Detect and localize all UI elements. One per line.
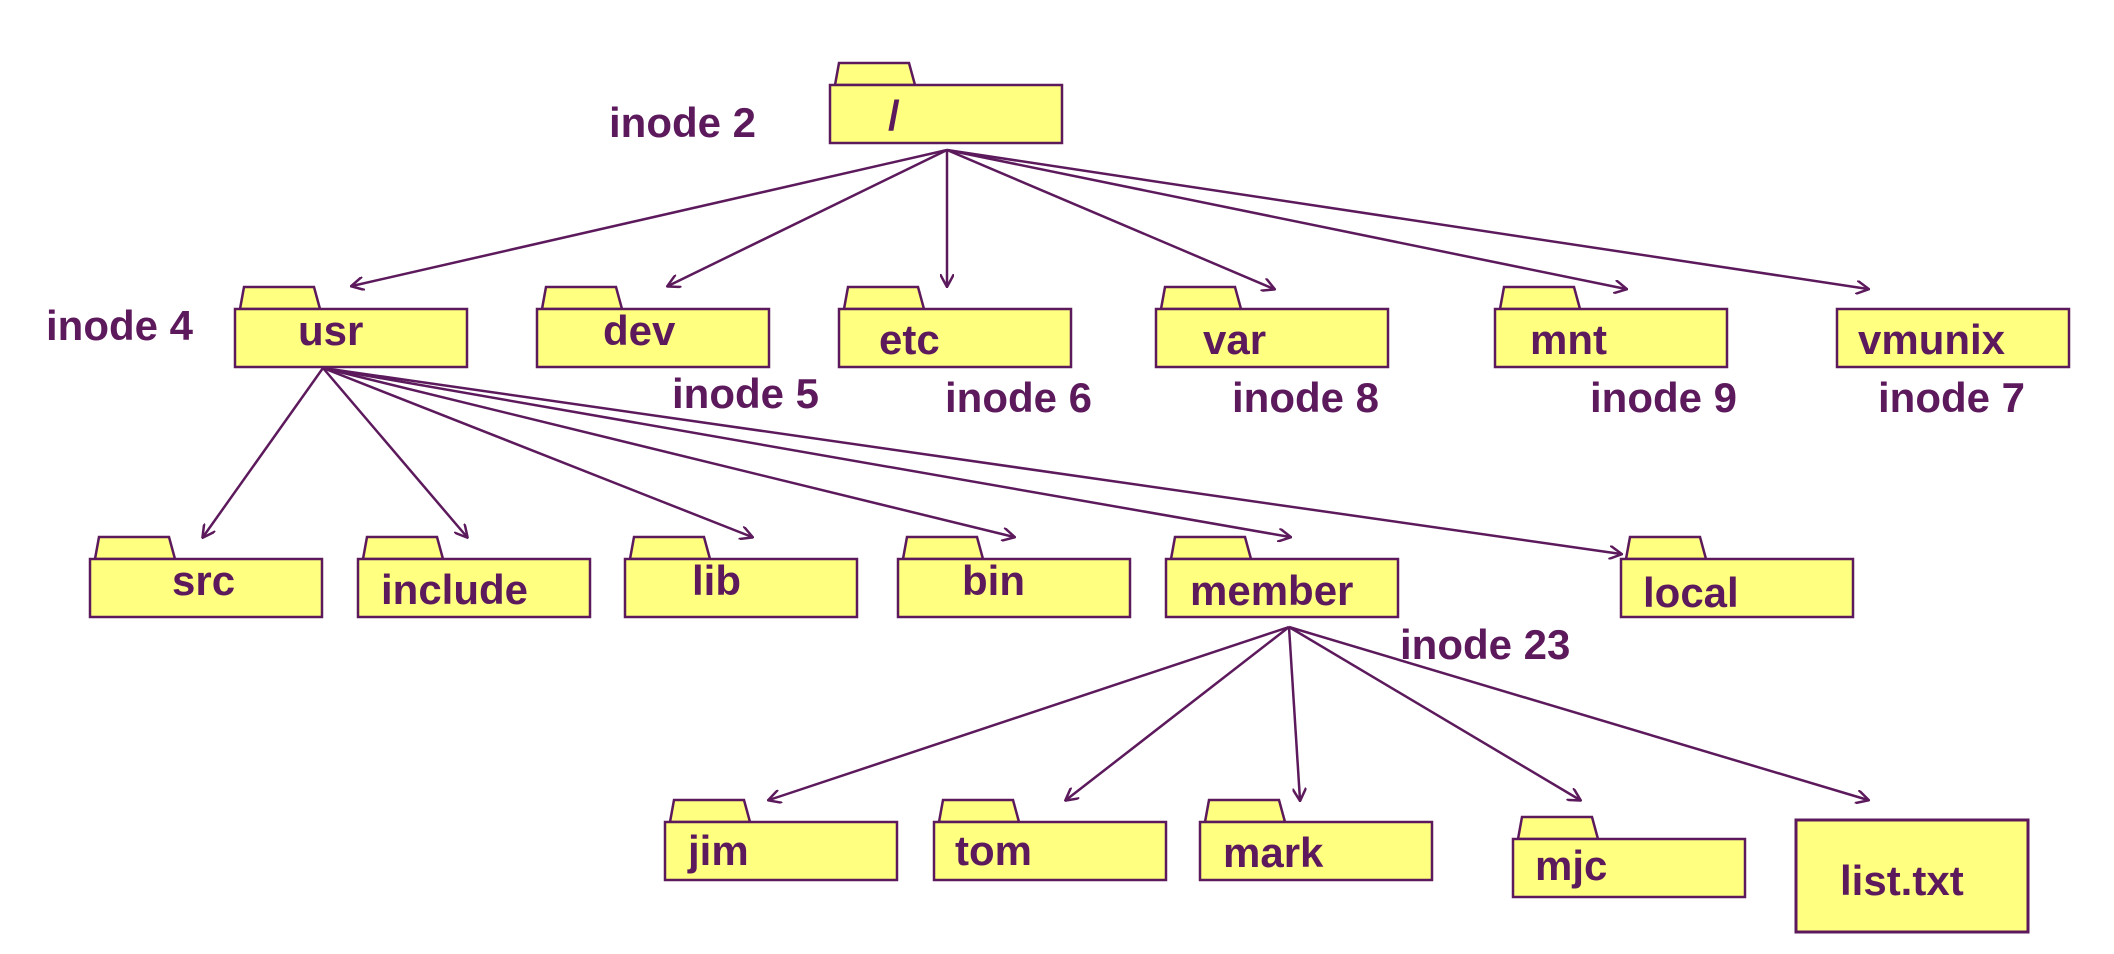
node-var: var — [1154, 285, 1390, 369]
inode-label-inode-7: inode 7 — [1878, 374, 2025, 421]
node-etc: etc — [837, 285, 1073, 369]
edge-root-to-var — [946, 148, 1274, 289]
edges-layer — [203, 148, 1868, 800]
folder-icon — [535, 285, 771, 369]
node-label-list_txt: list.txt — [1840, 857, 1964, 904]
node-label-tom: tom — [955, 827, 1032, 874]
inode-labels-layer: inode 2 inode 4 inode 5 inode 6 inode 8 inode… — [46, 99, 2025, 668]
edge-root-to-dev — [668, 148, 948, 286]
node-include: include — [356, 535, 592, 619]
node-label-bin: bin — [962, 557, 1025, 604]
node-mark: mark — [1198, 798, 1434, 882]
folder-icon — [1198, 798, 1434, 882]
node-local: local — [1619, 535, 1855, 619]
node-label-mnt: mnt — [1530, 316, 1607, 363]
node-label-dev: dev — [603, 307, 676, 354]
inode-label-inode-8: inode 8 — [1232, 374, 1379, 421]
node-jim: jim — [663, 798, 899, 882]
inode-label-inode-5: inode 5 — [672, 370, 819, 417]
node-label-var: var — [1203, 316, 1266, 363]
file-icon — [1794, 818, 2030, 934]
node-label-member: member — [1190, 567, 1353, 614]
edge-root-to-vmunix — [946, 148, 1868, 289]
node-mjc: mjc — [1511, 815, 1747, 899]
folder-icon — [1835, 307, 2071, 369]
folder-icon — [1619, 535, 1855, 619]
nodes-layer: / usr dev etc var mnt vmunix src include lib bin me… — [88, 61, 2071, 934]
node-src: src — [88, 535, 324, 619]
node-label-jim: jim — [687, 827, 749, 874]
node-usr: usr — [233, 285, 469, 369]
node-label-mark: mark — [1223, 829, 1324, 876]
node-tom: tom — [932, 798, 1168, 882]
folder-icon — [623, 535, 859, 619]
node-bin: bin — [896, 535, 1132, 619]
folder-icon — [1493, 285, 1729, 369]
node-dev: dev — [535, 285, 771, 369]
folder-icon — [663, 798, 899, 882]
edge-member-to-jim — [769, 625, 1290, 800]
node-member: member — [1164, 535, 1400, 619]
inode-label-inode-4: inode 4 — [46, 302, 194, 349]
edge-root-to-usr — [352, 148, 948, 286]
inode-label-inode-2: inode 2 — [609, 99, 756, 146]
node-label-include: include — [381, 566, 528, 613]
edge-usr-to-member — [322, 366, 1290, 537]
node-label-src: src — [172, 557, 235, 604]
node-label-usr: usr — [298, 307, 363, 354]
node-label-local: local — [1643, 569, 1739, 616]
edge-usr-to-local — [322, 366, 1621, 554]
edge-usr-to-include — [322, 367, 467, 537]
folder-icon — [828, 61, 1064, 145]
node-root: / — [828, 61, 1064, 145]
node-list_txt: list.txt — [1794, 818, 2030, 934]
node-lib: lib — [623, 535, 859, 619]
node-label-lib: lib — [692, 557, 741, 604]
edge-usr-to-bin — [322, 366, 1014, 537]
folder-icon — [837, 285, 1073, 369]
folder-icon — [1164, 535, 1400, 619]
inode-label-inode-6: inode 6 — [945, 374, 1092, 421]
edge-usr-to-lib — [322, 366, 752, 537]
edge-usr-to-src — [203, 367, 325, 537]
inode-label-inode-9: inode 9 — [1590, 374, 1737, 421]
node-label-vmunix: vmunix — [1858, 316, 2006, 363]
node-label-etc: etc — [879, 316, 940, 363]
folder-icon — [932, 798, 1168, 882]
folder-icon — [356, 535, 592, 619]
folder-icon — [896, 535, 1132, 619]
inode-label-inode-23: inode 23 — [1400, 621, 1570, 668]
edge-member-to-list_txt — [1288, 625, 1868, 800]
folder-icon — [1511, 815, 1747, 899]
folder-icon — [233, 285, 469, 369]
folder-icon — [1154, 285, 1390, 369]
node-label-mjc: mjc — [1535, 842, 1607, 889]
node-label-root: / — [888, 92, 900, 139]
folder-icon — [88, 535, 324, 619]
edge-member-to-tom — [1066, 626, 1290, 800]
edge-root-to-mnt — [946, 148, 1626, 289]
node-mnt: mnt — [1493, 285, 1729, 369]
edge-member-to-mjc — [1288, 625, 1580, 800]
node-vmunix: vmunix — [1835, 307, 2071, 369]
edge-member-to-mark — [1287, 626, 1300, 800]
